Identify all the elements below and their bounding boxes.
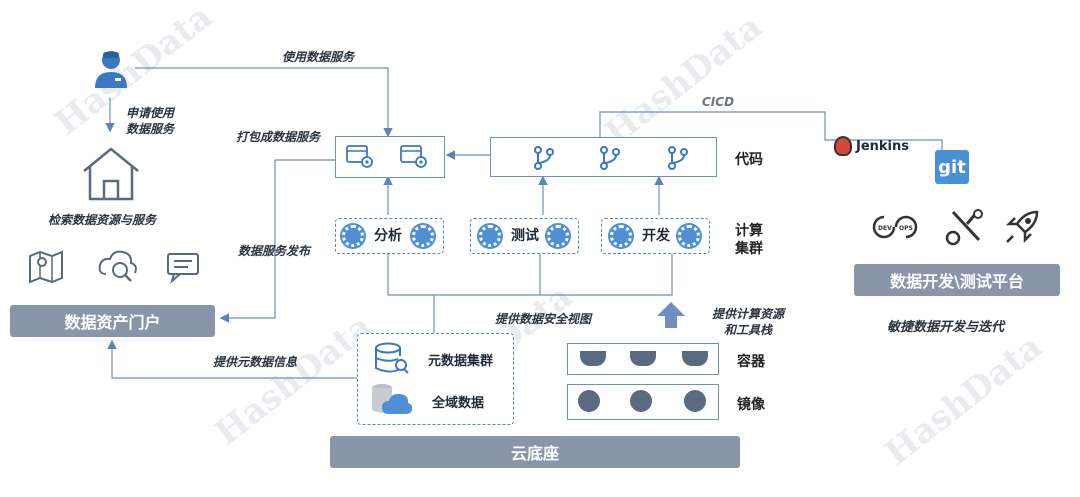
user-icon bbox=[93, 48, 129, 94]
map-icon bbox=[28, 250, 64, 286]
jenkins-label: Jenkins bbox=[856, 138, 910, 154]
compute-box-analysis: 分析 bbox=[335, 218, 444, 254]
gear-icon bbox=[479, 225, 501, 247]
gear-icon bbox=[547, 225, 569, 247]
gear-icon bbox=[342, 225, 364, 247]
disc-icon bbox=[578, 390, 600, 412]
cloud-search-icon bbox=[98, 248, 138, 288]
code-label: 代码 bbox=[735, 152, 763, 168]
cloud-database-icon bbox=[370, 382, 414, 422]
disc-icon bbox=[630, 390, 652, 412]
chat-icon bbox=[166, 252, 202, 286]
compute-box-dev: 开发 bbox=[601, 218, 710, 254]
cloud-base-bar: 云底座 bbox=[330, 436, 740, 468]
label-data-service: 数据服务 bbox=[126, 122, 175, 136]
jenkins-icon bbox=[834, 136, 852, 156]
label-apply-use: 申请使用 bbox=[126, 106, 175, 120]
label-provide-metadata: 提供元数据信息 bbox=[213, 355, 298, 369]
data-service-box bbox=[335, 136, 445, 178]
disc-icon bbox=[684, 390, 706, 412]
label-security-view: 提供数据安全视图 bbox=[495, 312, 592, 326]
gear-icon bbox=[678, 225, 700, 247]
image-label: 镜像 bbox=[737, 397, 765, 413]
label-publish-service: 数据服务发布 bbox=[238, 244, 311, 258]
docker-icon bbox=[630, 351, 656, 366]
house-icon bbox=[80, 145, 142, 207]
metadata-cluster-label: 元数据集群 bbox=[428, 354, 494, 369]
compute-box-label: 开发 bbox=[642, 228, 670, 244]
cluster-label-2: 集群 bbox=[735, 241, 763, 257]
compute-box-label: 测试 bbox=[511, 228, 539, 244]
gear-icon bbox=[412, 225, 434, 247]
label-toolstack: 和工具栈 bbox=[724, 323, 773, 337]
label-pack-service: 打包成数据服务 bbox=[236, 130, 321, 144]
image-box bbox=[567, 384, 719, 420]
svg-text:OPS: OPS bbox=[899, 225, 913, 232]
git-branch-icon bbox=[533, 146, 555, 174]
docker-icon bbox=[682, 351, 708, 366]
git-logo: git bbox=[935, 150, 969, 184]
docker-icon bbox=[580, 351, 606, 366]
code-box bbox=[490, 137, 717, 177]
label-provide-compute: 提供计算资源 bbox=[712, 307, 785, 321]
label-cicd: CICD bbox=[702, 95, 735, 109]
container-box bbox=[567, 343, 719, 375]
dev-platform-bar: 数据开发\测试平台 bbox=[854, 264, 1060, 296]
service-gear-icon bbox=[346, 145, 374, 173]
label-search-resources: 检索数据资源与服务 bbox=[48, 213, 157, 227]
label-use-data-service: 使用数据服务 bbox=[282, 50, 355, 64]
cluster-label-1: 计算 bbox=[735, 223, 763, 239]
devops-icon: DEV OPS bbox=[872, 212, 918, 246]
portal-bar: 数据资产门户 bbox=[10, 305, 215, 337]
svg-text:DEV: DEV bbox=[878, 225, 892, 232]
service-gear-icon bbox=[400, 145, 428, 173]
storage-box: 元数据集群 全域数据 bbox=[357, 333, 514, 425]
global-data-label: 全域数据 bbox=[432, 396, 485, 411]
container-label: 容器 bbox=[737, 354, 765, 370]
jenkins-logo: Jenkins bbox=[834, 136, 909, 156]
gear-icon bbox=[610, 225, 632, 247]
compute-box-label: 分析 bbox=[374, 228, 402, 244]
rocket-icon bbox=[1003, 208, 1041, 250]
tools-icon bbox=[945, 208, 985, 250]
database-search-icon bbox=[374, 342, 410, 380]
dev-platform-subtitle: 敏捷数据开发与迭代 bbox=[887, 320, 1005, 335]
compute-box-test: 测试 bbox=[470, 218, 579, 254]
git-branch-icon bbox=[667, 146, 689, 174]
git-branch-icon bbox=[599, 146, 621, 174]
